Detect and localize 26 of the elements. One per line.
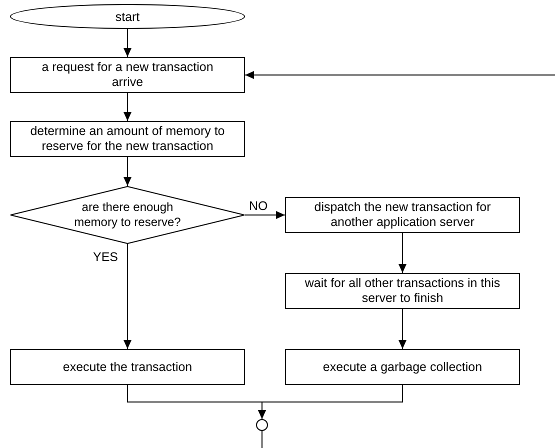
node-text: a request for a new transaction arrive — [40, 60, 214, 90]
arrow — [244, 71, 555, 79]
arrow — [244, 211, 286, 219]
arrow — [398, 308, 406, 350]
node-text: execute the transaction — [62, 360, 192, 374]
connector-circle — [256, 419, 268, 431]
node-text: execute a garbage collection — [322, 360, 482, 374]
process-box — [10, 349, 245, 385]
node-text: dispatch the new transaction for another application server — [313, 200, 492, 230]
arrow — [124, 156, 132, 186]
arrow — [398, 232, 406, 274]
edge-label: YES — [92, 250, 120, 264]
process-box — [10, 57, 245, 93]
arrow — [258, 384, 403, 420]
edge-label: NO — [248, 199, 269, 213]
node-text: are there enough memory to reserve? — [73, 200, 182, 230]
arrow — [124, 92, 132, 122]
arrow — [124, 28, 132, 58]
process-box — [285, 273, 520, 309]
node-text: wait for all other transactions in this server to finish — [304, 276, 502, 306]
node-text: determine an amount of memory to reserve for the new transaction — [29, 124, 226, 154]
process-box — [285, 349, 520, 385]
node-text: start — [115, 10, 140, 24]
process-box — [10, 121, 245, 157]
process-box — [285, 197, 520, 233]
arrow — [124, 244, 132, 350]
